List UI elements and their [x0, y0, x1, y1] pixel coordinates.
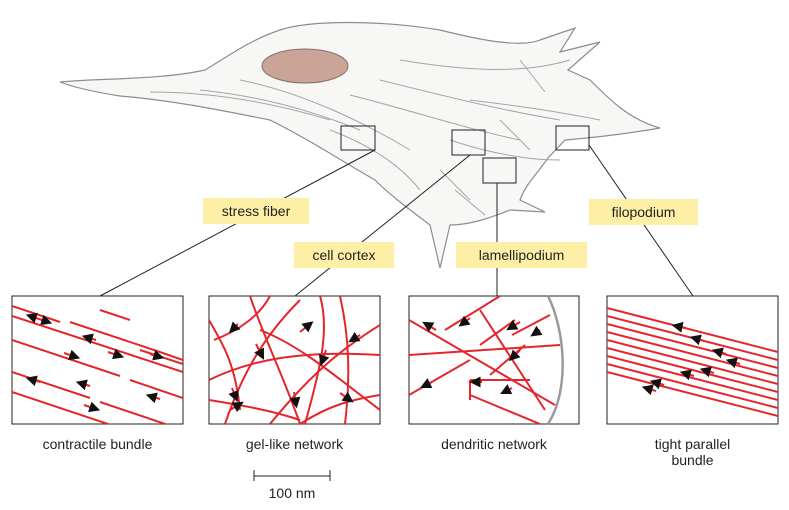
callout-stress-fiber: stress fiber [203, 198, 309, 224]
arrowheads-tight [641, 321, 741, 396]
caption-gel-like-network: gel-like network [245, 436, 344, 452]
callout-cell-cortex: cell cortex [294, 242, 394, 268]
cell-illustration [59, 21, 661, 269]
cell-body [59, 21, 661, 269]
callout-lamellipodium: lamellipodium [456, 242, 587, 268]
region-box-stress-fiber [340, 125, 376, 151]
arrowheads-gel [228, 321, 361, 413]
leading-edge-membrane [546, 295, 564, 425]
filaments-contractile [12, 305, 183, 424]
filaments-tight [607, 307, 778, 417]
caption-tight-parallel-bundle: tight parallel bundle [654, 436, 731, 468]
caption-contractile-bundle: contractile bundle [42, 436, 153, 452]
scale-bar-label: 100 nm [268, 485, 316, 501]
arrowheads-contractile [25, 312, 165, 413]
region-box-filopodium [555, 125, 590, 151]
nucleus [261, 48, 349, 84]
scale-bar [253, 470, 331, 481]
region-box-cell-cortex [451, 129, 486, 156]
caption-dendritic-network: dendritic network [441, 436, 547, 452]
filaments-dendritic [409, 296, 561, 424]
callout-filopodium: filopodium [589, 199, 698, 225]
region-box-lamellipodium [482, 157, 517, 184]
filaments-gel [209, 296, 380, 424]
arrowheads-dendritic [420, 315, 543, 394]
